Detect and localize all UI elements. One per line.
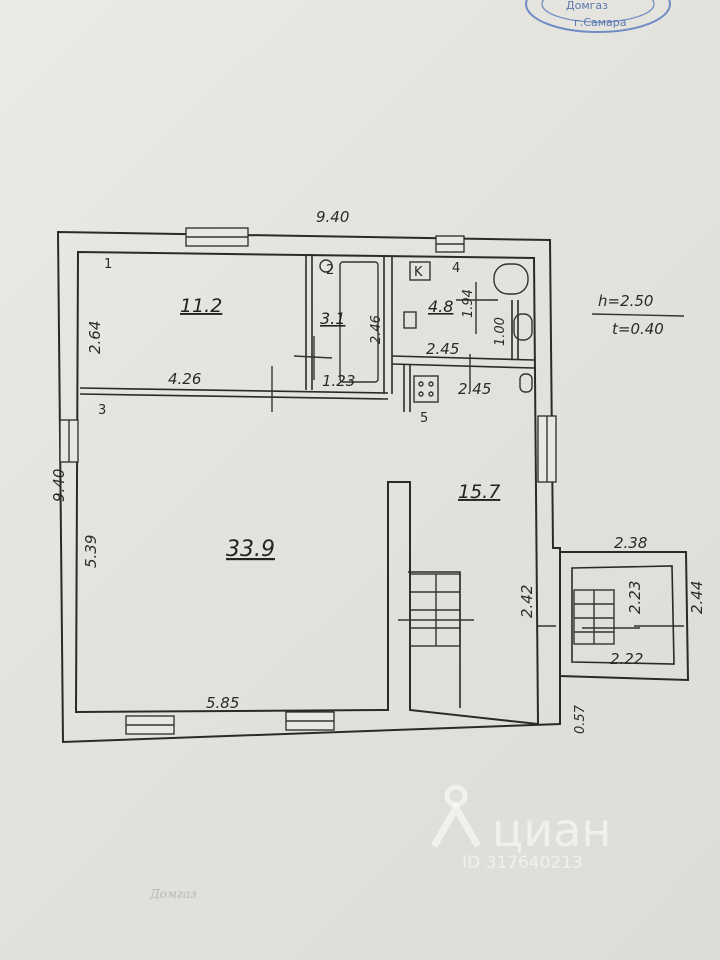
staircase-icon	[398, 573, 474, 647]
boiler-icon	[409, 261, 431, 281]
dim-room4-height: 1.94	[461, 289, 476, 318]
dim-porch-outer-height: 2.44	[688, 581, 706, 614]
dim-room1-width: 4.26	[168, 370, 201, 388]
faded-footer-text: Домгаз	[149, 887, 197, 901]
room-number-1: 1	[104, 257, 112, 272]
room-number-4: 4	[452, 261, 460, 276]
stamp-seal: Домгаз г.Самара	[525, 0, 671, 33]
boiler-label: K	[414, 265, 423, 280]
dim-hall-width: 2.45	[458, 380, 491, 398]
room-area-5: 15.7	[458, 481, 500, 503]
room-number-2: 2	[326, 263, 334, 278]
washbasin-icon	[513, 313, 533, 341]
legend-height: h=2.50	[598, 292, 653, 310]
dim-room4-side: 1.00	[493, 317, 508, 346]
stove-icon	[413, 375, 439, 403]
room-number-5: 5	[420, 411, 428, 426]
room-number-3: 3	[98, 403, 106, 418]
fixtures: K	[319, 259, 533, 403]
dimension-marks	[271, 282, 684, 627]
dim-porch-height: 2.23	[626, 581, 644, 614]
windows	[59, 227, 557, 735]
dim-room3-width: 5.85	[206, 694, 239, 712]
room-area-4: 4.8	[428, 297, 453, 316]
cian-watermark: циан ID 317640213	[430, 784, 611, 873]
dim-room3-height: 5.39	[82, 535, 100, 568]
bathtub-icon	[339, 261, 379, 383]
room-areas: 11.2 3.1 33.9 4.8 15.7	[180, 295, 500, 562]
room-numbers: 1 2 3 4 5	[98, 257, 460, 426]
dim-room2-height: 2.46	[369, 315, 384, 344]
dim-porch-inner-width: 2.22	[610, 650, 643, 668]
meter-icon	[403, 311, 417, 329]
legend: h=2.50 t=0.40	[591, 292, 685, 338]
dim-room1-height: 2.64	[86, 321, 104, 354]
interior-walls	[79, 254, 535, 708]
room-area-2: 3.1	[320, 309, 345, 328]
dim-room4-width: 2.45	[426, 340, 459, 358]
watermark-id: ID 317640213	[462, 853, 583, 873]
heater-icon	[519, 373, 533, 393]
room-area-3: 33.9	[226, 537, 275, 562]
outer-walls	[56, 230, 561, 744]
room-area-1: 11.2	[180, 295, 222, 317]
toilet-icon	[493, 263, 529, 295]
dim-room2-width: 1.23	[322, 372, 355, 390]
dim-left-total: 9.40	[50, 469, 68, 502]
dim-top-total: 9.40	[316, 208, 349, 226]
dim-porch-offset: 0.57	[573, 704, 588, 734]
porch-extension	[559, 551, 690, 682]
stamp-text-2: г.Самара	[574, 16, 626, 29]
legend-thickness: t=0.40	[612, 320, 664, 338]
stamp-text-1: Домгаз	[566, 0, 608, 12]
watermark-brand: циан	[492, 803, 611, 857]
dim-porch-width: 2.38	[614, 534, 647, 552]
dimension-labels: 9.40 9.40 2.64 4.26 1.23 2.46 2.45 1.94 …	[50, 208, 706, 734]
sink-icon	[319, 259, 333, 273]
dim-stair-width: 2.42	[518, 585, 536, 618]
